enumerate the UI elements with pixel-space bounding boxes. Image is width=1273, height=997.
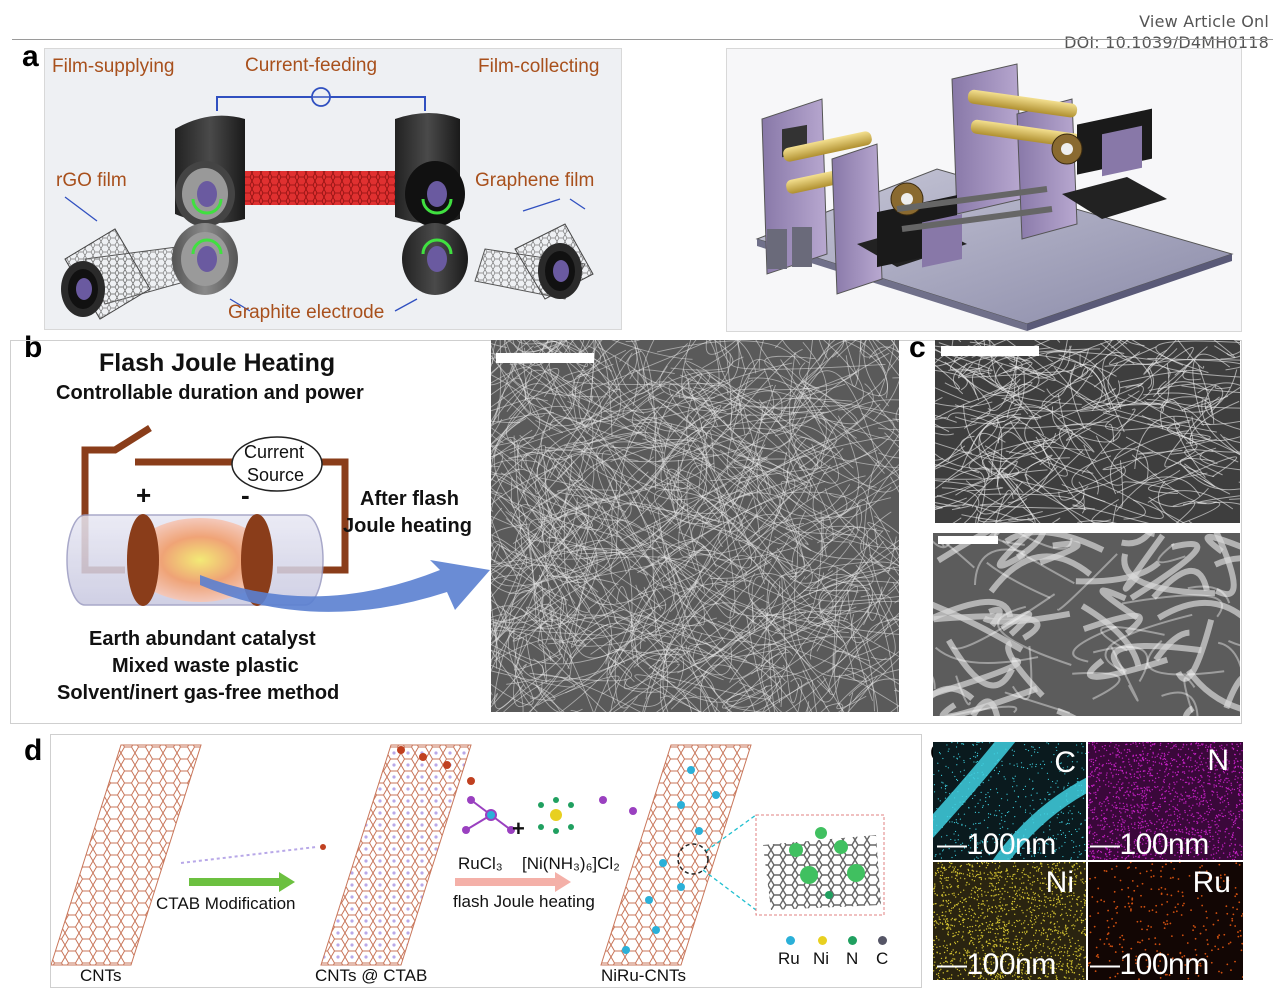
bullet-solvent-free: Solvent/inert gas-free method (57, 682, 340, 704)
legend-c: C (876, 949, 889, 968)
sem-image-cnts-mid-mag (935, 340, 1240, 523)
reagent-plus: + (512, 816, 525, 841)
eds-element-label: Ru (1192, 866, 1231, 899)
panel-d-letter: d (24, 734, 43, 767)
eds-mapping-grid: C —100nm N —100nm Ni —100nm Ru —100nm (933, 742, 1243, 980)
panel-a-schematic (44, 48, 622, 330)
n-atom-icon (848, 936, 857, 945)
fjh-circuit-diagram (55, 420, 495, 630)
sem-scale-bar (941, 346, 1039, 356)
current-feeding-label: Current-feeding (245, 55, 378, 76)
sem-scale-bar (496, 353, 594, 363)
eds-element-label: C (1054, 746, 1076, 779)
niru-cnts-synthesis-scheme (50, 744, 885, 966)
rgo-film-label: rGO film (56, 170, 127, 191)
cnts-label: CNTs (80, 966, 122, 985)
eds-map-n: N —100nm (1088, 742, 1243, 860)
panel-a-letter: a (22, 40, 39, 73)
c-atom-icon (878, 936, 887, 945)
eds-map-ni: Ni —100nm (933, 862, 1086, 980)
after-flash-label-1: After flash (360, 488, 459, 510)
eds-map-ru: Ru —100nm (1088, 862, 1243, 980)
atom-legend: Ru Ni N C (778, 934, 908, 968)
ni-complex-label: [Ni(NH₃)₆]Cl₂ (522, 854, 620, 873)
film-supplying-label: Film-supplying (52, 56, 175, 77)
doi-text: DOI: 10.1039/D4MH0118 (1064, 33, 1269, 52)
panel-d-frame (50, 734, 922, 988)
eds-scale-label: —100nm (1090, 828, 1209, 860)
eds-scale-label: —100nm (937, 948, 1056, 980)
eds-scale-label: —100nm (1090, 948, 1209, 980)
cnts-ctab-label: CNTs @ CTAB (315, 966, 428, 985)
current-source-label-2: Source (247, 465, 305, 485)
graphite-electrode-label: Graphite electrode (228, 302, 385, 323)
roll-to-roll-device-illustration (755, 63, 1234, 331)
panel-b-letter: b (24, 331, 43, 364)
legend-ni: Ni (813, 949, 830, 968)
sem-scale-bar (938, 536, 998, 544)
graphene-film-label: Graphene film (475, 170, 595, 191)
current-source-label-1: Current (244, 442, 305, 462)
eds-element-label: N (1207, 744, 1229, 777)
flash-joule-heating-label: flash Joule heating (453, 892, 595, 911)
sem-image-cnts-low-mag (491, 340, 899, 712)
eds-element-label: Ni (1045, 866, 1074, 899)
roll-to-roll-schematic (61, 87, 594, 320)
panel-a-device-render (726, 48, 1242, 332)
ni-atom-icon (818, 936, 827, 945)
positive-terminal: + (136, 480, 152, 510)
fjh-title: Flash Joule Heating (99, 349, 336, 377)
legend-ru: Ru (778, 949, 800, 968)
negative-terminal: - (241, 480, 250, 510)
sem-image-cnts-high-mag (933, 533, 1240, 716)
fjh-subtitle: Controllable duration and power (56, 382, 364, 404)
eds-map-c: C —100nm (933, 742, 1086, 860)
niru-cnts-label: NiRu-CNTs (601, 966, 686, 985)
rucl3-label: RuCl₃ (458, 854, 503, 873)
view-article-link[interactable]: View Article Onl (1139, 12, 1269, 31)
legend-n: N (846, 949, 859, 968)
ctab-modification-label: CTAB Modification (156, 894, 296, 913)
after-flash-label-2: Joule heating (343, 515, 472, 537)
ru-atom-icon (786, 936, 795, 945)
film-collecting-label: Film-collecting (478, 56, 600, 77)
bullet-earth-abundant: Earth abundant catalyst (89, 628, 316, 650)
panel-c-letter: c (909, 331, 926, 364)
bullet-waste-plastic: Mixed waste plastic (112, 655, 299, 677)
eds-scale-label: —100nm (937, 828, 1056, 860)
header-divider (12, 39, 1273, 40)
